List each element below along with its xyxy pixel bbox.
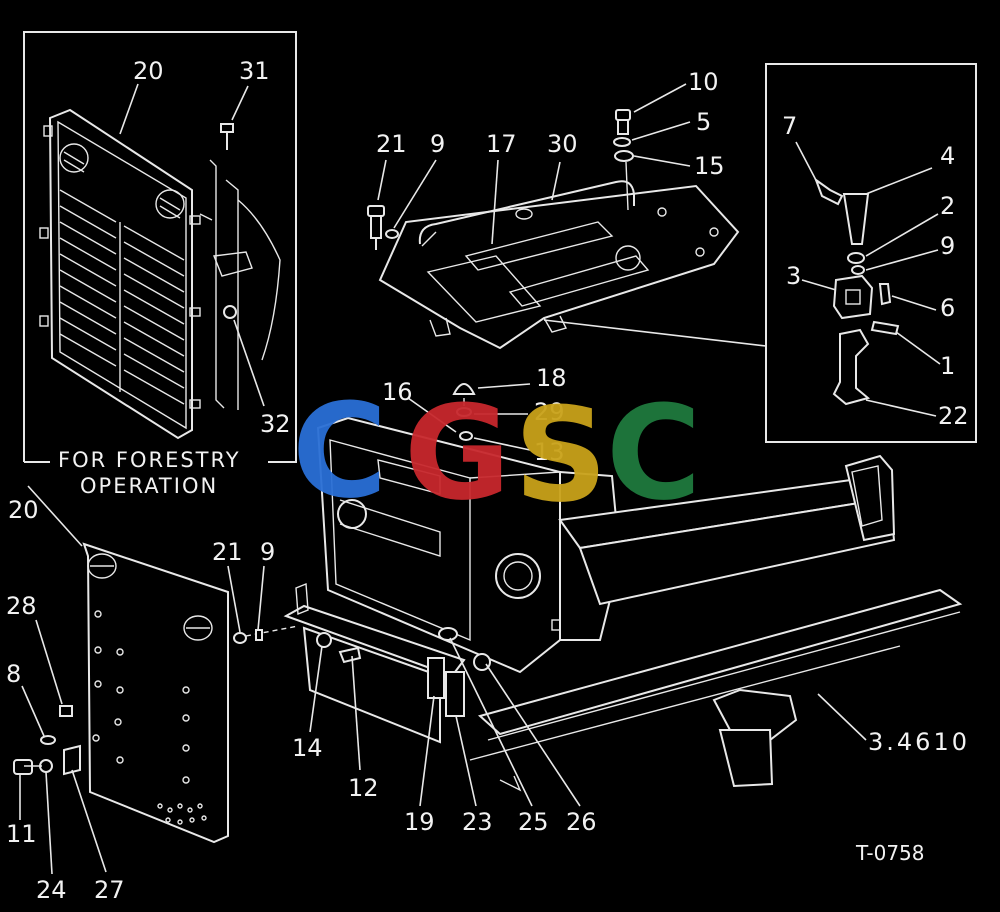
bolt-31 [220, 123, 234, 150]
callout-26: 26 [566, 808, 597, 836]
callout-29: 29 [534, 398, 565, 426]
callout-13: 13 [534, 438, 565, 466]
spring-7 [813, 177, 844, 206]
watermark-letter-c1: C [292, 375, 387, 527]
callout-21-top: 21 [376, 130, 407, 158]
callout-31: 31 [239, 57, 270, 85]
washer-5 [613, 137, 631, 147]
callout-20-inset: 20 [133, 57, 164, 85]
nut-13 [459, 431, 473, 441]
callout-19: 19 [404, 808, 435, 836]
washer-9-top [385, 229, 399, 239]
callout-24: 24 [36, 876, 67, 904]
cgsc-watermark: C G S C [292, 375, 701, 531]
callout-21-side: 21 [212, 538, 243, 566]
bolt-25 [438, 627, 458, 641]
callout-30: 30 [547, 130, 578, 158]
callout-9-latch: 9 [940, 232, 955, 260]
callout-9-side: 9 [260, 538, 275, 566]
forestry-grille [39, 108, 201, 440]
callout-11: 11 [6, 820, 37, 848]
washer-9-side [255, 629, 263, 641]
inset-right-latch: 7 4 2 9 3 6 1 22 [765, 63, 977, 443]
bolt-21-top [367, 205, 385, 250]
callout-23: 23 [462, 808, 493, 836]
pin-1 [870, 320, 900, 336]
washer-29 [456, 407, 472, 417]
callout-20-side: 20 [8, 496, 39, 524]
caption-forestry-line2: OPERATION [80, 474, 218, 498]
side-panel-20 [82, 542, 229, 844]
pin-6 [878, 283, 892, 306]
plate-23 [445, 671, 465, 717]
panel-holes [92, 610, 207, 825]
center-hardware: 18 16 29 13 [382, 364, 567, 466]
callout-3: 3 [786, 262, 801, 290]
watermark-letter-c2: C [606, 377, 701, 529]
main-frame [283, 416, 963, 792]
forestry-mount-bracket [199, 159, 281, 410]
caption-forestry-line1: FOR FORESTRY [58, 448, 241, 472]
frame-reference: 3.4610 [868, 728, 970, 756]
hardware-28-8-11-24-27 [13, 705, 81, 776]
callout-18: 18 [536, 364, 567, 392]
pin-12 [338, 646, 362, 664]
callout-27: 27 [94, 876, 125, 904]
bolt-26 [473, 653, 491, 671]
callout-5: 5 [696, 108, 711, 136]
callout-15: 15 [694, 152, 725, 180]
callout-25: 25 [518, 808, 549, 836]
callout-17: 17 [486, 130, 517, 158]
watermark-letter-s: S [514, 379, 608, 531]
callout-10: 10 [688, 68, 719, 96]
top-plate-assembly: 21 9 17 30 10 5 15 [367, 68, 767, 350]
callout-14: 14 [292, 734, 323, 762]
bottom-callouts: 14 12 19 23 25 26 3.4610 T-0758 [292, 637, 970, 865]
washer-2 [847, 252, 865, 264]
inset-left-forestry: 20 31 32 FOR FORESTRY OPERATION [23, 31, 297, 498]
watermark-letter-g: G [404, 377, 511, 529]
callout-1: 1 [940, 352, 955, 380]
pin-4 [842, 193, 870, 245]
callout-9-top: 9 [430, 130, 445, 158]
callout-7: 7 [782, 112, 797, 140]
callout-2: 2 [940, 192, 955, 220]
callout-22: 22 [938, 402, 969, 430]
bolt-10 [615, 109, 631, 135]
cap-18 [452, 383, 476, 395]
side-panel-assembly: 20 21 9 28 8 11 24 27 [6, 485, 299, 904]
callout-8: 8 [6, 660, 21, 688]
figure-id: T-0758 [855, 841, 925, 865]
latch-body-3 [832, 274, 874, 320]
bolt-14 [316, 632, 332, 648]
callout-28: 28 [6, 592, 37, 620]
callout-6: 6 [940, 294, 955, 322]
callout-16: 16 [382, 378, 413, 406]
bolt-21-side [233, 625, 299, 644]
callout-12: 12 [348, 774, 379, 802]
washer-15 [614, 150, 634, 162]
callout-32: 32 [260, 410, 291, 438]
handle-22 [832, 328, 871, 406]
washer-9-latch [851, 265, 865, 275]
callout-4: 4 [940, 142, 955, 170]
bracket-19 [427, 657, 445, 699]
